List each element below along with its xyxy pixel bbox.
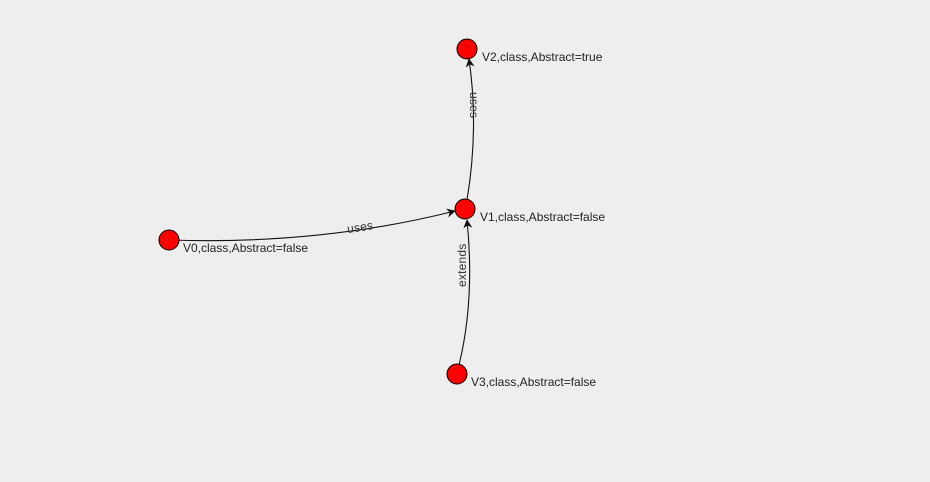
node-v0-label: V0,class,Abstract=false [183,241,308,255]
node-v0[interactable]: V0,class,Abstract=false [158,229,308,255]
node-v2-label: V2,class,Abstract=true [482,50,603,64]
edge-v0-v1-label: uses [346,218,374,236]
edge-v3-v1-line[interactable] [458,219,473,366]
edge-v3-v1[interactable]: extends [455,219,473,366]
nodes-layer: V0,class,Abstract=false V1,class,Abstrac… [158,38,605,389]
node-v2-circle[interactable] [456,38,478,60]
edge-v0-v1-line[interactable] [169,208,456,242]
node-v3[interactable]: V3,class,Abstract=false [446,363,596,389]
node-v3-label: V3,class,Abstract=false [471,375,596,389]
edges-layer: uses uses extends [169,58,481,366]
edge-v3-v1-label: extends [455,244,469,287]
edge-v0-v1[interactable]: uses [169,208,456,242]
edge-v1-v2-line[interactable] [465,58,475,201]
node-v1-circle[interactable] [454,198,476,220]
node-v3-circle[interactable] [446,363,468,385]
node-v0-circle[interactable] [158,229,180,251]
node-v1[interactable]: V1,class,Abstract=false [454,198,605,224]
edge-v1-v2[interactable]: uses [465,58,481,201]
node-v1-label: V1,class,Abstract=false [480,210,605,224]
node-v2[interactable]: V2,class,Abstract=true [456,38,603,64]
edge-v1-v2-label: uses [467,92,481,118]
